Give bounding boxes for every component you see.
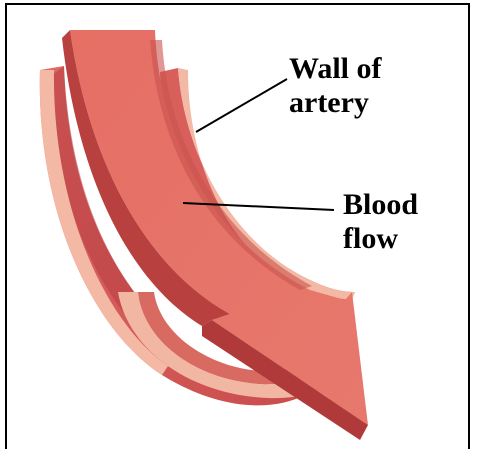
wall-of-artery-label: Wall of artery bbox=[289, 52, 382, 120]
wall-label-line1: Wall of bbox=[289, 52, 382, 86]
blood-label-line2: flow bbox=[343, 222, 418, 256]
blood-label-line1: Blood bbox=[343, 188, 418, 222]
blood-flow-label: Blood flow bbox=[343, 188, 418, 256]
wall-label-line2: artery bbox=[289, 86, 382, 120]
wall-leader-line bbox=[196, 79, 287, 132]
